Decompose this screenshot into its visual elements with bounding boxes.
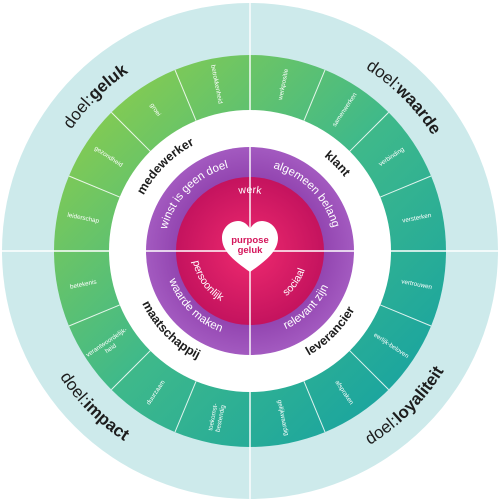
segment-divider <box>303 69 326 121</box>
segment-divider <box>380 304 432 327</box>
heart-label-purpose: purpose <box>231 235 268 246</box>
inner-label-werk: werk <box>237 184 263 197</box>
heart-label-geluk: geluk <box>238 245 264 256</box>
segment-divider <box>349 112 389 152</box>
heart-icon <box>222 221 278 272</box>
segment-divider <box>68 304 120 327</box>
segment-divider <box>111 112 151 152</box>
segment-divider <box>111 350 151 390</box>
segment-divider <box>303 381 326 433</box>
segment-divider <box>349 350 389 390</box>
segment-divider <box>68 175 120 198</box>
segment-divider <box>174 69 197 121</box>
segment-divider <box>380 175 432 198</box>
segment-divider <box>174 381 197 433</box>
